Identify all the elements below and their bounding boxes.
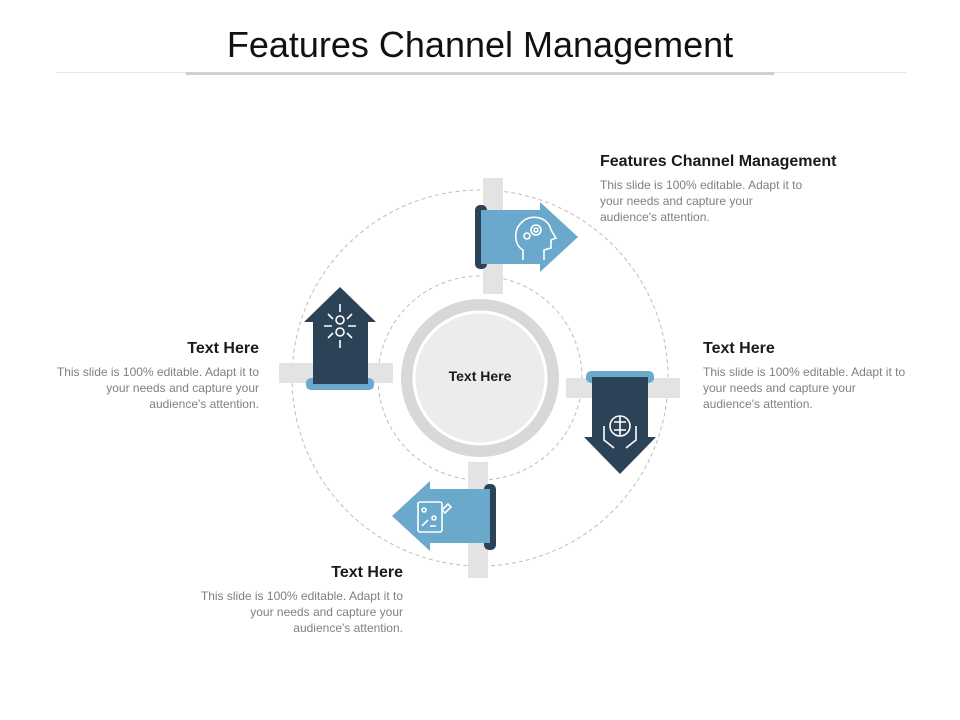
item-body: This slide is 100% editable. Adapt it to… xyxy=(200,589,403,635)
item-heading: Text Here xyxy=(187,340,259,357)
title-underline xyxy=(186,72,774,75)
item-heading: Text Here xyxy=(331,564,403,581)
item-heading: Text Here xyxy=(703,340,775,357)
strategy-board-icon xyxy=(417,501,453,533)
page-title: Features Channel Management xyxy=(226,24,734,65)
arrow-top-right xyxy=(475,202,578,272)
item-body: This slide is 100% editable. Adapt it to… xyxy=(56,365,259,411)
hub-inner xyxy=(412,310,548,446)
item-block-right: Text Here This slide is 100% editable. A… xyxy=(703,340,908,412)
hands-brain-icon xyxy=(603,415,637,449)
center-hub-label: Text Here xyxy=(448,368,512,384)
item-block-bottom-left: Text Here This slide is 100% editable. A… xyxy=(198,564,403,636)
item-heading: Features Channel Management xyxy=(600,153,837,170)
arrow-left xyxy=(304,287,376,390)
item-body: This slide is 100% editable. Adapt it to… xyxy=(703,365,906,411)
item-block-top-right: Features Channel Management This slide i… xyxy=(600,153,890,225)
arrow-bottom-left xyxy=(392,481,496,551)
item-body: This slide is 100% editable. Adapt it to… xyxy=(600,178,803,224)
item-block-left: Text Here This slide is 100% editable. A… xyxy=(54,340,259,412)
network-people-icon xyxy=(324,304,356,348)
head-gears-icon xyxy=(514,216,558,260)
